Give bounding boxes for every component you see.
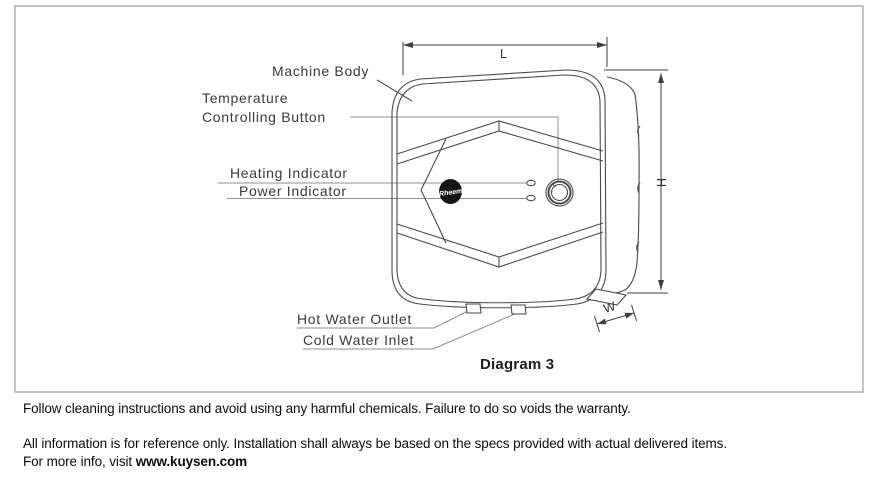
cold-water-inlet-leader-line bbox=[303, 312, 518, 350]
leader-lines bbox=[218, 116, 559, 350]
rheem-logo-text: Rheem bbox=[439, 188, 463, 198]
side-view bbox=[585, 76, 641, 306]
temp-button-leader-line bbox=[350, 116, 559, 181]
dim-L-label: L bbox=[500, 47, 507, 61]
warranty-note: Follow cleaning instructions and avoid u… bbox=[23, 401, 631, 416]
lower-ridge-line1 bbox=[396, 222, 604, 258]
dim-H-arrow-top bbox=[658, 73, 664, 83]
cold-water-inlet-label: Cold Water Inlet bbox=[303, 332, 414, 348]
dim-W-arrow-left bbox=[597, 318, 607, 325]
disclaimer-note: All information is for reference only. I… bbox=[23, 435, 727, 471]
temperature-controlling-button-label-line2: Controlling Button bbox=[202, 109, 326, 125]
side-notch-3 bbox=[636, 241, 640, 253]
heating-indicator-lamp bbox=[526, 179, 536, 187]
power-indicator-lamp bbox=[526, 194, 536, 202]
machine-body-label: Machine Body bbox=[272, 63, 369, 79]
power-indicator-label: Power Indicator bbox=[239, 183, 347, 199]
dim-H-label: H bbox=[654, 178, 668, 187]
dim-L-arrow-right bbox=[597, 42, 607, 48]
knob-face bbox=[550, 183, 569, 202]
body-outline-inner bbox=[396, 74, 602, 304]
dimension-arrows bbox=[403, 42, 664, 325]
front-controls: Rheem bbox=[439, 178, 574, 207]
website-text: www.kuysen.com bbox=[135, 454, 248, 469]
knob-outer-ring bbox=[545, 178, 574, 207]
more-info-text: For more info, visit bbox=[23, 454, 136, 469]
rheem-logo: Rheem bbox=[439, 179, 463, 204]
dim-H-arrow-bottom bbox=[658, 280, 664, 290]
dim-W-arrow-right bbox=[624, 312, 634, 319]
side-bottom-face bbox=[585, 288, 628, 306]
side-outline bbox=[605, 76, 640, 295]
temperature-knob bbox=[545, 178, 574, 207]
panel-chevron-line bbox=[420, 138, 447, 244]
cold-water-inlet-stub bbox=[510, 304, 527, 315]
rheem-logo-badge bbox=[439, 179, 462, 204]
dim-W-label: W bbox=[602, 299, 618, 316]
lower-ridge-line2 bbox=[396, 231, 604, 268]
machine-body-leader-line bbox=[376, 79, 413, 102]
heating-indicator-label: Heating Indicator bbox=[230, 165, 348, 181]
diagram-caption: Diagram 3 bbox=[480, 356, 554, 373]
side-notch-2 bbox=[637, 182, 641, 194]
side-notch-1 bbox=[637, 125, 641, 137]
upper-ridge-line1 bbox=[396, 120, 604, 155]
body-outline-outer bbox=[391, 69, 607, 309]
knob-knurled-ring bbox=[547, 180, 572, 205]
disclaimer-text: All information is for reference only. I… bbox=[23, 436, 727, 451]
hot-water-outlet-leader-line bbox=[297, 309, 471, 329]
front-view bbox=[391, 69, 607, 315]
knob-marker bbox=[552, 183, 556, 188]
upper-ridge-line2 bbox=[396, 130, 604, 165]
dim-L-arrow-left bbox=[403, 42, 413, 48]
temperature-controlling-button-label-line1: Temperature bbox=[202, 90, 288, 106]
hot-water-outlet-stub bbox=[465, 303, 482, 314]
hot-water-outlet-label: Hot Water Outlet bbox=[297, 311, 412, 327]
